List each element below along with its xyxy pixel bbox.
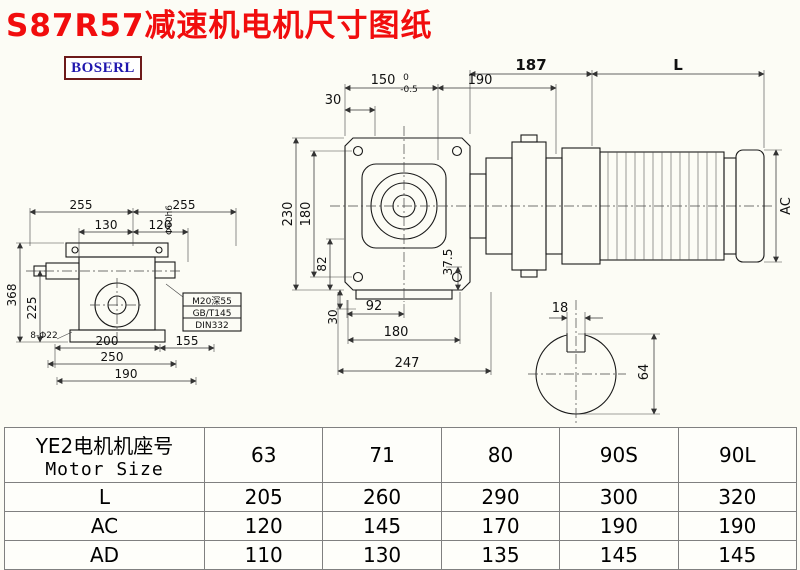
table-header-row: YE2电机机座号 Motor Size 63 71 80 90S 90L [4, 427, 798, 483]
dim-64-label: 64 [637, 364, 652, 381]
left-view-dimension-lines [17, 209, 237, 384]
table-cell: 135 [440, 540, 561, 570]
dim-150-tol-hi: 0 [403, 73, 409, 83]
col-header-90S: 90S [559, 427, 679, 483]
header-motor-size-cell: YE2电机机座号 Motor Size [4, 427, 205, 483]
dim-82-label: 82 [315, 256, 329, 271]
dim-247-label: 247 [395, 356, 420, 371]
logo-text: BOSERL [71, 59, 135, 76]
dim-190-top-label: 190 [468, 73, 493, 88]
dim-150-label: 150 [371, 73, 396, 88]
left-view-centerlines [26, 270, 182, 338]
motor-size-table: YE2电机机座号 Motor Size 63 71 80 90S 90L L 2… [4, 427, 798, 570]
dim-180-horiz-label: 180 [384, 325, 409, 340]
dim-255-left-label: 255 [70, 198, 93, 212]
row-label-AD: AD [4, 540, 205, 570]
table-row-AD: AD 110 130 135 145 145 [4, 540, 798, 570]
front-view-dimension-lines [293, 71, 779, 415]
front-view-extension-lines [292, 70, 782, 415]
dim-190-bottom-label: 190 [115, 367, 138, 381]
shaft-cross-section [528, 300, 626, 424]
table-cell: 120 [203, 511, 324, 541]
dim-230-label: 230 [281, 202, 296, 227]
dim-AC-label: AC [779, 197, 794, 215]
thread-note-line3: DIN332 [195, 321, 229, 331]
dim-225-label: 225 [25, 297, 39, 320]
dim-368-label: 368 [5, 284, 19, 307]
dim-8phi22-label: 8-Φ22 [30, 331, 58, 341]
dim-187-label: 187 [515, 56, 546, 74]
dim-180-vert-label: 180 [299, 202, 314, 227]
col-header-63: 63 [203, 427, 324, 483]
dim-120-label: 120 [149, 218, 172, 232]
thread-note-line1: M20深55 [192, 296, 232, 307]
table-cell: 145 [677, 540, 798, 570]
table-cell: 190 [559, 511, 679, 541]
dim-37-5-label: 37.5 [441, 249, 455, 276]
front-view-centerlines [330, 126, 772, 302]
dim-130-label: 130 [95, 218, 118, 232]
row-label-L: L [4, 482, 205, 512]
dim-92-label: 92 [366, 299, 383, 314]
dim-L-label: L [673, 56, 683, 74]
table-cell: 145 [559, 540, 679, 570]
boserl-logo: BOSERL [64, 56, 142, 80]
technical-drawing: 255 255 130 120 Φ60h6 368 225 200 155 25… [5, 56, 794, 424]
page-title: S87R57减速机电机尺寸图纸 [6, 8, 433, 44]
dim-255-right-label: 255 [173, 198, 196, 212]
table-cell: 130 [322, 540, 442, 570]
table-cell: 260 [322, 482, 442, 512]
table-cell: 110 [203, 540, 324, 570]
dim-150-tol-lo: -0.5 [400, 85, 418, 95]
dim-200-label: 200 [96, 334, 119, 348]
table-row-L: L 205 260 290 300 320 [4, 482, 798, 512]
table-cell: 190 [677, 511, 798, 541]
table-row-AC: AC 120 145 170 190 190 [4, 511, 798, 541]
dim-155-label: 155 [176, 334, 199, 348]
col-header-71: 71 [322, 427, 442, 483]
col-header-90L: 90L [677, 427, 798, 483]
dim-phi60h6-label: Φ60h6 [165, 205, 175, 235]
dim-250-label: 250 [101, 350, 124, 364]
motor-cooling-fins [607, 152, 717, 260]
table-cell: 205 [203, 482, 324, 512]
front-view-labels: 30 150 0 -0.5 190 187 L 230 180 82 30 37… [281, 56, 794, 380]
dim-30-top-label: 30 [325, 93, 342, 108]
motor-side-view [469, 134, 765, 278]
thread-note-line2: GB/T145 [193, 309, 232, 319]
table-cell: 290 [440, 482, 561, 512]
header-en: Motor Size [45, 459, 164, 480]
dim-18-label: 18 [552, 301, 569, 316]
table-cell: 145 [322, 511, 442, 541]
table-cell: 300 [559, 482, 679, 512]
header-cn: YE2电机机座号 [35, 434, 174, 458]
dim-30-vert-label: 30 [326, 309, 340, 324]
row-label-AC: AC [4, 511, 205, 541]
left-view-labels: 255 255 130 120 Φ60h6 368 225 200 155 25… [5, 198, 232, 381]
col-header-80: 80 [440, 427, 561, 483]
table-cell: 320 [677, 482, 798, 512]
table-cell: 170 [440, 511, 561, 541]
